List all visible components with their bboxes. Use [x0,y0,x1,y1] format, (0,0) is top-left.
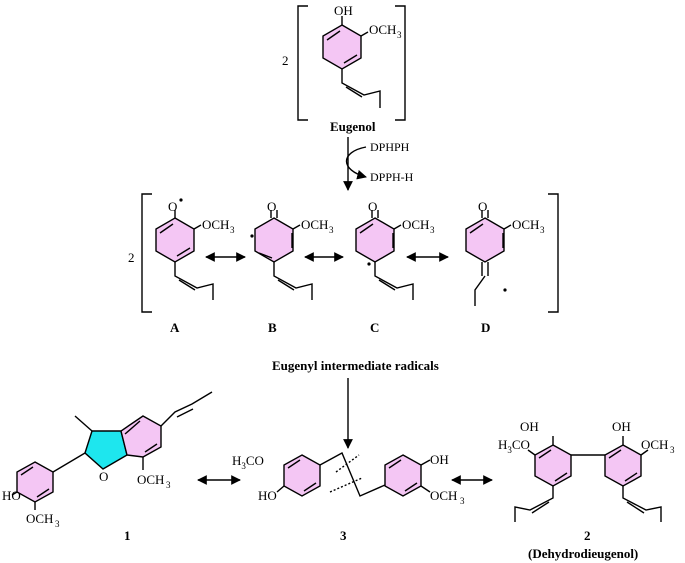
product-1: HO OCH 3 O OCH 3 1 [2,391,213,543]
radical-b-o: O [267,199,276,214]
product-3: H3CO HO OH OCH 3 3 [232,452,465,543]
product-2: OH OH H3CO OCH 3 2 (Dehydrodieugenol) [498,419,675,561]
bracket-left-top [297,5,308,121]
svg-text:OCH: OCH [301,217,328,232]
svg-text:3: 3 [166,480,171,490]
radical-c-ring [355,217,395,263]
radical-d-dot [503,288,507,292]
radical-a-o: O [168,199,177,214]
product-1-o: O [99,469,108,484]
radical-c-o: O [368,199,377,214]
radical-d-o: O [478,199,487,214]
product-1-furan-ring [84,430,128,470]
svg-text:OCH: OCH [26,511,53,526]
svg-text:3: 3 [397,30,402,40]
radical-c-dot [367,262,371,266]
svg-text:3: 3 [55,519,60,529]
product-1-aryl-ring [16,461,54,503]
product-3-h3co: H3CO [232,453,264,471]
reagent-curve-arrow [346,146,367,180]
product-3-left-ring [283,454,321,497]
bracket-right-top [395,5,406,121]
svg-text:3: 3 [540,225,545,235]
svg-text:OCH: OCH [402,217,429,232]
product-1-fused-ring [120,415,162,458]
product-2-h3co: H3CO [498,437,530,455]
eugenol-label: Eugenol [330,119,376,134]
product-2-oh-right: OH [612,419,631,434]
svg-text:3: 3 [230,225,235,235]
svg-text:3: 3 [430,225,435,235]
product-2-left-ring [534,444,572,487]
radical-b-ring [254,217,294,263]
svg-text:OCH: OCH [641,437,668,452]
product-3-oh: OH [430,452,449,467]
reagent-consumed: DPHPH [370,140,410,154]
bracket-right-radicals [548,193,559,313]
label-3: 3 [340,528,347,543]
radical-d: O OCH 3 D [465,199,545,335]
label-1: 1 [124,528,131,543]
eugenol-oh: OH [334,3,353,18]
radical-b: O OCH 3 B [250,199,334,335]
radicals-coefficient: 2 [128,250,135,265]
radical-a-dot [179,198,183,202]
radical-a: O OCH 3 A [155,198,235,335]
eugenol-och3: OCH [369,22,396,37]
svg-text:OCH: OCH [137,472,164,487]
eugenol-propenyl [341,69,381,108]
eugenol-double-bond-2 [343,54,358,64]
oxidation-step: DPHPH DPPH-H [343,137,414,191]
svg-text:3: 3 [460,496,465,506]
radical-d-ring [465,217,505,263]
label-b: B [268,320,277,335]
reagent-produced: DPPH-H [370,170,414,184]
radical-c: O OCH 3 C [355,199,435,335]
radicals-caption: Eugenyl intermediate radicals [272,358,439,373]
eugenol-coefficient: 2 [282,53,289,68]
eugenol-molecule: 2 OH OCH 3 Eugenol [282,3,406,134]
eugenol-ring [322,24,362,70]
svg-text:3: 3 [670,445,675,455]
svg-text:OCH: OCH [202,217,229,232]
svg-text:OCH: OCH [430,488,457,503]
label-2: 2 [584,528,591,543]
bracket-left-radicals [141,193,152,313]
label-d: D [481,320,490,335]
product-3-right-ring [384,454,422,497]
label-c: C [370,320,379,335]
svg-text:OCH: OCH [512,217,539,232]
svg-text:3: 3 [329,225,334,235]
label-a: A [170,320,180,335]
radical-b-dot [250,234,254,238]
product-2-name: (Dehydrodieugenol) [528,546,638,561]
product-1-ho: HO [2,488,21,503]
product-2-right-ring [604,444,642,487]
product-3-ho: HO [258,488,277,503]
eugenol-double-bond-1 [326,30,341,41]
radical-a-ring [155,217,195,263]
product-2-oh-left: OH [520,419,539,434]
